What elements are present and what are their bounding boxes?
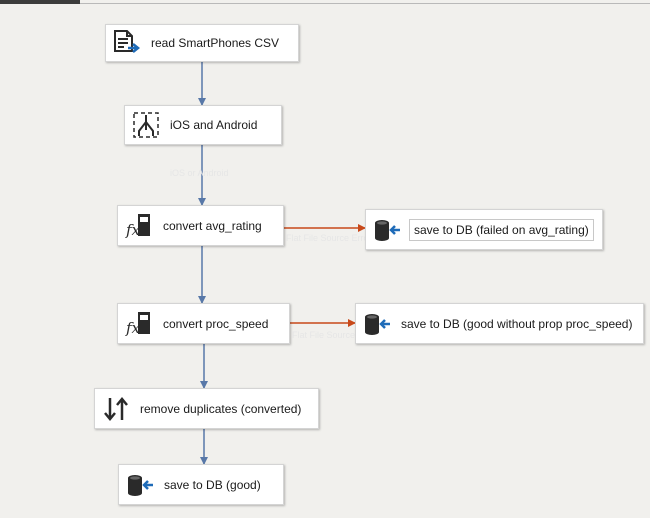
conditional-split-icon	[131, 110, 161, 140]
path-label-error-output-1: Flat File Source Error Output	[286, 233, 402, 243]
data-flow-canvas[interactable]: iOS or Android Flat File Source Error Ou…	[0, 4, 650, 518]
top-divider	[80, 3, 650, 4]
data-flow-paths	[198, 62, 366, 465]
node-remove-duplicates[interactable]: remove duplicates (converted)	[94, 388, 319, 429]
node-label: convert proc_speed	[163, 316, 269, 331]
node-read-smartphones-csv[interactable]: read SmartPhones CSV	[105, 24, 299, 62]
active-tab-strip	[0, 0, 80, 4]
node-save-db-failed-avg-rating[interactable]: save to DB (failed on avg_rating)	[365, 209, 603, 250]
node-label: iOS and Android	[170, 118, 258, 132]
top-bar	[0, 0, 650, 5]
node-convert-proc-speed[interactable]: fx convert proc_speed	[117, 303, 290, 344]
sort-icon	[101, 394, 131, 424]
node-label: remove duplicates (converted)	[140, 401, 302, 416]
svg-text:fx: fx	[125, 221, 141, 239]
node-label: read SmartPhones CSV	[151, 36, 280, 50]
ole-db-destination-icon	[125, 470, 155, 500]
node-ios-and-android[interactable]: iOS and Android	[124, 105, 282, 145]
node-save-db-good[interactable]: save to DB (good)	[118, 464, 284, 505]
node-label: save to DB (good)	[164, 477, 261, 492]
derived-column-icon: fx	[124, 211, 154, 241]
svg-text:fx: fx	[125, 319, 141, 337]
ole-db-destination-icon	[372, 215, 402, 245]
derived-column-icon: fx	[124, 309, 154, 339]
node-label: save to DB (failed on avg_rating)	[409, 218, 594, 241]
flat-file-source-icon	[112, 28, 142, 58]
node-label: convert avg_rating	[163, 218, 262, 233]
ole-db-destination-icon	[362, 309, 392, 339]
path-label-error-output-2: Flat File Source Error Output	[292, 330, 408, 340]
node-label: save to DB (good without prop proc_speed…	[401, 316, 633, 331]
node-save-db-good-without-proc-speed[interactable]: save to DB (good without prop proc_speed…	[355, 303, 644, 344]
node-convert-avg-rating[interactable]: fx convert avg_rating	[117, 205, 284, 246]
path-label-ios-or-android: iOS or Android	[170, 168, 229, 178]
